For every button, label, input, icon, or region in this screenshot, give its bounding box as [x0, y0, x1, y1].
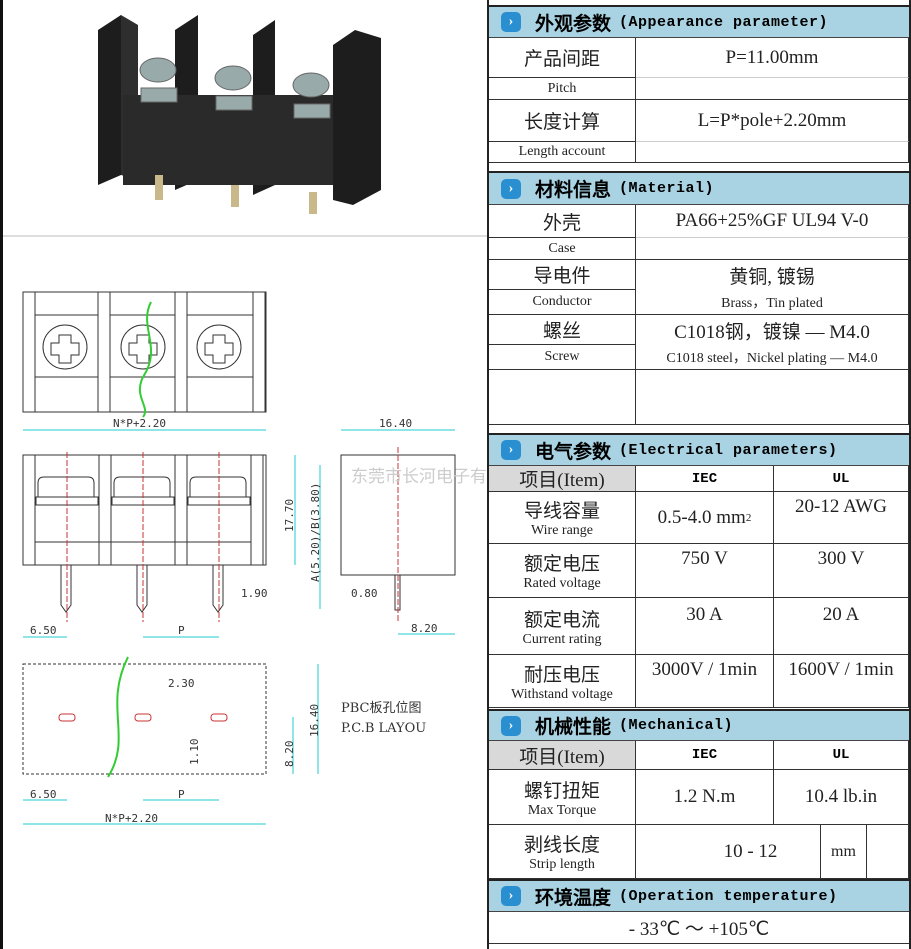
dim-hole-height: 1.10: [188, 739, 201, 766]
strip-length: 10 - 12: [636, 825, 821, 879]
arrow-icon: ›: [501, 178, 521, 199]
pcb-label-cn: PBC板孔位图: [341, 701, 422, 716]
voltage-iec: 750 V: [636, 544, 774, 598]
dim-pcb-half: 8.20: [283, 741, 296, 768]
label-case-en: Case: [489, 238, 636, 260]
dim-pitch-2: P: [178, 788, 185, 801]
dim-total-width-2: N*P+2.20: [105, 812, 158, 825]
watermark: 东莞市长河电子有: [351, 467, 487, 487]
pcb-holes: [58, 713, 228, 722]
dim-pin-thick: 0.80: [351, 587, 378, 600]
col-iec: IEC: [636, 466, 774, 492]
arrow-icon: ›: [501, 440, 521, 460]
value-conductor: 黄铜, 镀锡: [636, 260, 909, 290]
dim-side-width: 16.40: [379, 417, 412, 430]
section-appearance: ›外观参数(Appearance parameter): [489, 5, 909, 38]
temperature-value: - 33℃ ～ +105℃: [489, 912, 909, 944]
item-header: 项目(Item): [489, 466, 636, 492]
item-header-mech: 项目(Item): [489, 741, 636, 770]
dim-first-offset-2: 6.50: [30, 788, 57, 801]
dim-pin-dia: 1.90: [241, 587, 268, 600]
dim-first-offset: 6.50: [30, 624, 57, 637]
barrier-4: [333, 30, 381, 205]
top-view: [22, 291, 267, 418]
label-conductor-cn: 导电件: [489, 260, 636, 290]
value-case: PA66+25%GF UL94 V-0: [636, 205, 909, 238]
torque-ul: 10.4 lb.in: [774, 770, 909, 825]
col-iec-mech: IEC: [636, 741, 774, 770]
pcb-label-en: P.C.B LAYOU: [341, 721, 426, 736]
voltage-ul: 300 V: [774, 544, 909, 598]
barrier-1: [98, 15, 121, 185]
label-pitch-en: Pitch: [489, 78, 636, 100]
product-photo: [3, 15, 487, 237]
section-temperature: ›环境温度(Operation temperature): [489, 879, 909, 912]
arrow-icon: ›: [501, 886, 521, 906]
front-view: [22, 447, 456, 622]
dim-total-width: N*P+2.20: [113, 417, 166, 430]
dim-hole-width: 2.30: [168, 677, 195, 690]
section-electrical: ›电气参数(Electrical parameters): [489, 433, 909, 466]
arrow-icon: ›: [501, 715, 521, 736]
label-length-cn: 长度计算: [489, 100, 636, 142]
value-screw: C1018钢，镀镍 — M4.0: [636, 315, 909, 345]
label-pitch-cn: 产品间距: [489, 38, 636, 78]
screw-icon: [139, 57, 177, 83]
dim-pcb-depth: 16.40: [308, 704, 321, 737]
dim-height: 17.70: [283, 499, 296, 532]
current-ul: 20 A: [774, 598, 909, 655]
value-pitch: P=11.00mm: [636, 38, 909, 78]
section-material: ›材料信息(Material): [489, 171, 909, 205]
strip-unit: mm: [821, 825, 867, 879]
torque-iec: 1.2 N.m: [636, 770, 774, 825]
col-ul: UL: [774, 466, 909, 492]
withstand-ul: 1600V / 1min: [774, 655, 909, 708]
value-length: L=P*pole+2.20mm: [636, 100, 909, 142]
section-mechanical: ›机械性能(Mechanical): [489, 709, 909, 741]
value-screw-en: C1018 steel，Nickel plating — M4.0: [636, 345, 909, 370]
screw-icon: [292, 72, 330, 98]
label-case-cn: 外壳: [489, 205, 636, 238]
label-length-en: Length account: [489, 142, 636, 163]
label-screw-cn: 螺丝: [489, 315, 636, 345]
withstand-iec: 3000V / 1min: [636, 655, 774, 708]
screw-icon: [214, 65, 252, 91]
current-iec: 30 A: [636, 598, 774, 655]
dimension-lines: [22, 429, 455, 825]
value-conductor-en: Brass，Tin plated: [636, 290, 909, 315]
col-ul-mech: UL: [774, 741, 909, 770]
dim-side-depth: 8.20: [411, 622, 438, 635]
technical-drawing: N*P+2.20 16.40 17.70 A(5.20)/B(3.80) 1.9…: [22, 291, 487, 825]
dim-ab: A(5.20)/B(3.80): [309, 483, 322, 582]
dim-pitch: P: [178, 624, 185, 637]
wire-ul: 20-12 AWG: [774, 492, 909, 544]
label-screw-en: Screw: [489, 345, 636, 370]
label-conductor-en: Conductor: [489, 290, 636, 315]
wire-iec: 0.5-4.0 mm: [657, 506, 746, 528]
arrow-icon: ›: [501, 12, 521, 32]
